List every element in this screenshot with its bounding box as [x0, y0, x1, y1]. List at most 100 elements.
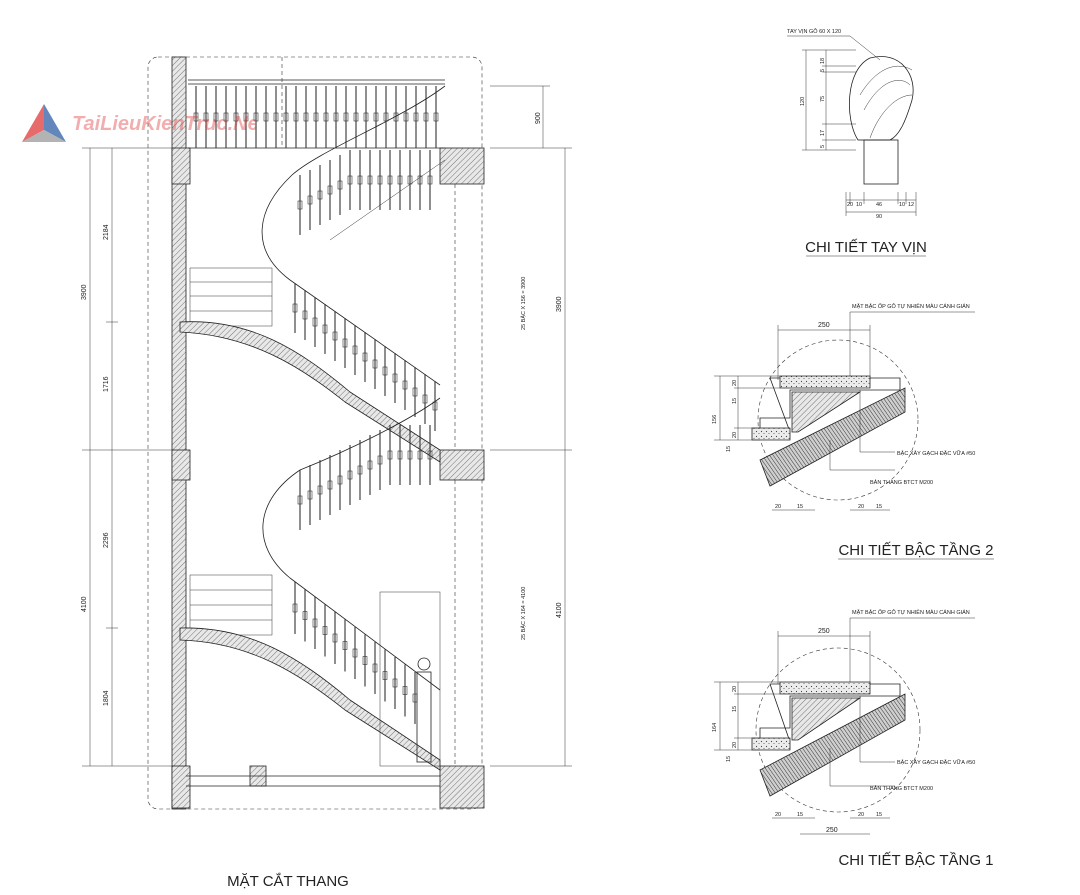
dim-top-rail: 900: [535, 112, 542, 124]
baluster-knob: [373, 112, 379, 122]
s1-brick-note: BẬC XÂY GẠCH ĐẶC VỮA #50: [897, 759, 975, 766]
baluster-knob: [302, 611, 308, 620]
s1-h-15b: 15: [726, 756, 732, 762]
s2-slab: [759, 387, 906, 487]
baluster-knob: [402, 380, 408, 390]
s1-slab: [759, 693, 906, 797]
s2-wood-cover: [779, 375, 871, 389]
baluster-knob: [423, 112, 429, 122]
baluster-knob: [347, 175, 353, 185]
baluster-knob: [343, 112, 349, 122]
slab-right-mid: [439, 449, 485, 481]
s1-slab-note: BẢN THANG BTCT M200: [870, 785, 933, 792]
upper-flight-slab: [179, 321, 441, 463]
baluster-knob: [333, 112, 339, 122]
hr-d-18: 18: [820, 58, 826, 64]
dim-lower-b: 1804: [103, 690, 110, 706]
dim-upper-total: 3900: [81, 284, 88, 300]
baluster-knob: [327, 185, 333, 195]
hr-d-17: 17: [820, 130, 826, 136]
s2-h-20a: 20: [732, 380, 738, 386]
step1-title: CHI TIẾT BẬC TẦNG 1: [838, 852, 993, 869]
slab-left-bottom: [171, 765, 191, 809]
baluster-knob: [332, 331, 338, 341]
s2-h-15a: 15: [732, 398, 738, 404]
upper-balusters: [292, 150, 438, 431]
baluster-knob: [352, 345, 358, 355]
hr-w-46: 46: [876, 202, 882, 208]
baluster-knob: [382, 366, 388, 376]
hr-d-5: 5: [820, 69, 826, 72]
baluster-knob: [377, 175, 383, 185]
s1-w-15: 15: [797, 812, 803, 818]
baluster-knob: [323, 112, 329, 122]
baluster-knob: [397, 175, 403, 185]
baluster-knob: [292, 303, 298, 313]
handrail-detail: TAY VỊN GỖ 60 X 120 18 5 75 17 5 120: [787, 28, 927, 257]
baluster-knob: [203, 112, 209, 122]
s1-detail-circle: [755, 647, 921, 813]
hr-w-12: 12: [908, 202, 914, 208]
baluster-knob: [313, 112, 319, 122]
s1-w-15b: 15: [876, 812, 882, 818]
upper-handrail-curve: [261, 85, 446, 281]
s1-brick: [791, 697, 862, 741]
hr-d-75: 75: [820, 96, 826, 102]
baluster-knob: [427, 450, 433, 460]
s2-h-20b: 20: [732, 432, 738, 438]
s1-w-20b: 20: [858, 812, 864, 818]
handrail-profile: [849, 56, 914, 141]
baluster-knob: [213, 112, 219, 122]
baluster-knob: [382, 671, 388, 680]
handrail-label: TAY VỊN GỖ 60 X 120: [787, 28, 841, 35]
baluster-knob: [367, 460, 373, 470]
baluster-knob: [337, 475, 343, 485]
s2-w-15b: 15: [876, 504, 882, 510]
baluster-knob: [233, 112, 239, 122]
baluster-knob: [412, 387, 418, 397]
s2-brick-note: BẬC XÂY GẠCH ĐẶC VỮA #50: [897, 450, 975, 457]
baluster-knob: [367, 175, 373, 185]
steps-lower-note: 25 BẬC X 164 = 4100: [520, 587, 527, 640]
baluster-knob: [332, 633, 338, 643]
baluster-knob: [193, 112, 199, 122]
hr-d-5b: 5: [820, 145, 826, 148]
baluster-stub: [863, 139, 899, 185]
watermark-logo: TaiLieuKienTruc.Net: [16, 102, 256, 154]
hr-w-10a: 10: [856, 202, 862, 208]
baluster-knob: [303, 112, 309, 122]
baluster-knob: [407, 450, 413, 460]
newel-post: [416, 671, 432, 763]
slab-right-upper: [439, 147, 485, 185]
baluster-knob: [223, 112, 229, 122]
baluster-knob: [263, 112, 269, 122]
s1-h-15a: 15: [732, 706, 738, 712]
s2-top-note: MẶT BẬC ỐP GỖ TỰ NHIÊN MÀU CÁNH GIÁN: [852, 302, 970, 310]
step-detail-2: MẶT BẬC ỐP GỖ TỰ NHIÊN MÀU CÁNH GIÁN 250…: [712, 302, 994, 560]
slab-right-bottom: [439, 765, 485, 809]
baluster-knob: [392, 678, 398, 688]
baluster-knob: [353, 112, 359, 122]
baluster-knob: [243, 112, 249, 122]
dim-upper-a: 2184: [103, 224, 110, 240]
baluster-knob: [292, 603, 298, 613]
s1-h-20a: 20: [732, 686, 738, 692]
baluster-knob: [383, 112, 389, 122]
dim-lower-a: 2296: [103, 532, 110, 548]
hr-w-90: 90: [876, 214, 882, 220]
step2-title: CHI TIẾT BẬC TẦNG 2: [838, 542, 993, 559]
s2-slab-note: BẢN THANG BTCT M200: [870, 479, 933, 486]
step-detail-1: MẶT BẬC ỐP GỖ TỰ NHIÊN MÀU CÁNH GIÁN 250…: [712, 608, 994, 869]
top-balusters: [193, 86, 439, 148]
baluster-knob: [352, 648, 358, 658]
baluster-knob: [402, 686, 408, 695]
baluster-knob: [273, 112, 279, 122]
s2-w-20b: 20: [858, 504, 864, 510]
door-outline: [379, 591, 441, 767]
baluster-knob: [417, 175, 423, 185]
s1-w-250b: 250: [826, 827, 838, 834]
baluster-knob: [317, 485, 323, 495]
baluster-knob: [362, 352, 368, 362]
s1-top-note: MẶT BẬC ỐP GỖ TỰ NHIÊN MÀU CÁNH GIÁN: [852, 608, 970, 616]
s2-w-20: 20: [775, 504, 781, 510]
